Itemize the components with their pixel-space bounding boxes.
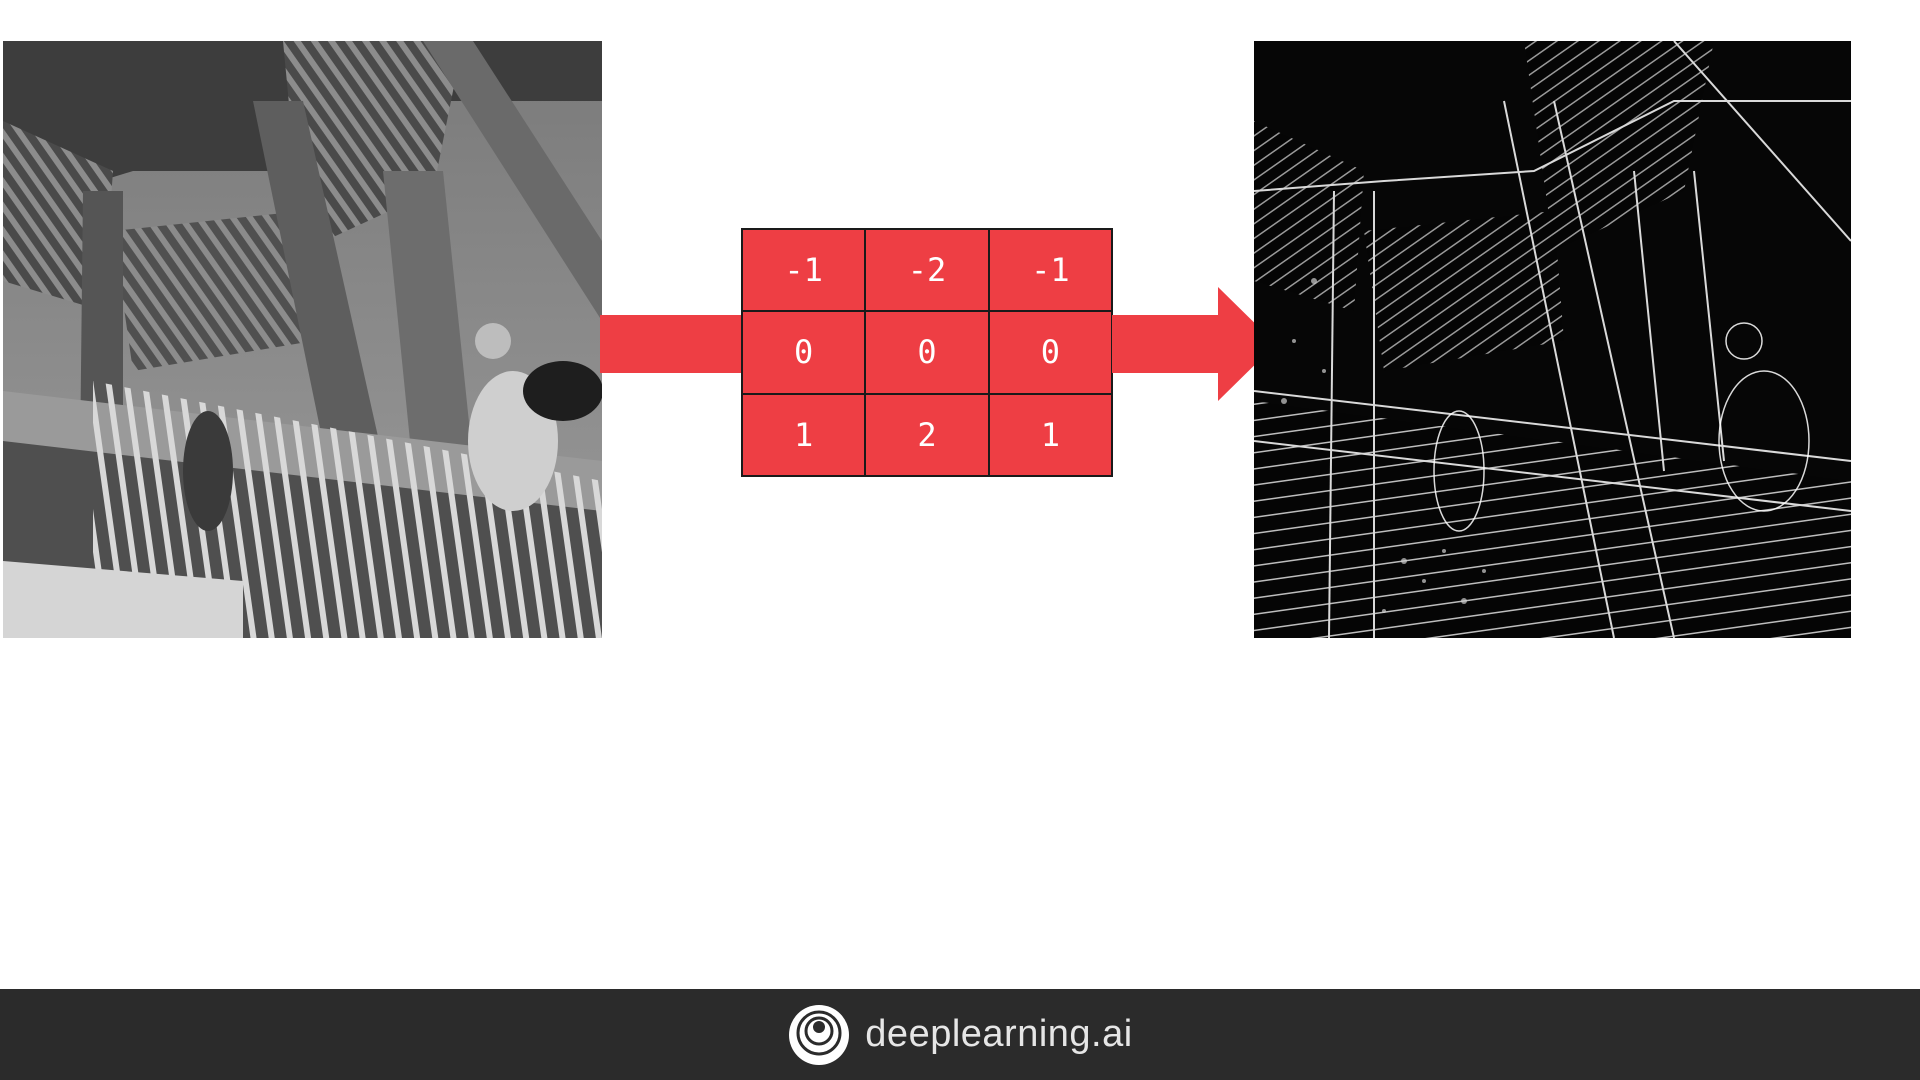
kernel-cell-r1c1: -1 <box>743 230 865 311</box>
deeplearning-ai-logo-icon <box>789 1004 850 1065</box>
output-image <box>1254 41 1851 638</box>
brand-name: deeplearning.ai <box>865 1013 1133 1055</box>
kernel-cell-r3c3: 1 <box>989 394 1111 475</box>
kernel-cell-r1c2: -2 <box>866 230 988 311</box>
kernel-cell-r2c2: 0 <box>866 312 988 393</box>
kernel-matrix: -1 -2 -1 0 0 0 1 2 1 <box>741 228 1113 477</box>
output-arrow <box>1112 287 1276 401</box>
kernel-cell-r2c3: 0 <box>989 312 1111 393</box>
footer-bar: deeplearning.ai <box>0 989 1920 1080</box>
kernel-cell-r1c3: -1 <box>989 230 1111 311</box>
kernel-cell-r3c1: 1 <box>743 394 865 475</box>
kernel-cell-r2c1: 0 <box>743 312 865 393</box>
staircase-photo-graphic <box>3 41 602 638</box>
input-arrow-shaft <box>600 315 743 373</box>
edge-photo-graphic <box>1254 41 1851 638</box>
kernel-cell-r3c2: 2 <box>866 394 988 475</box>
input-image <box>3 41 602 638</box>
